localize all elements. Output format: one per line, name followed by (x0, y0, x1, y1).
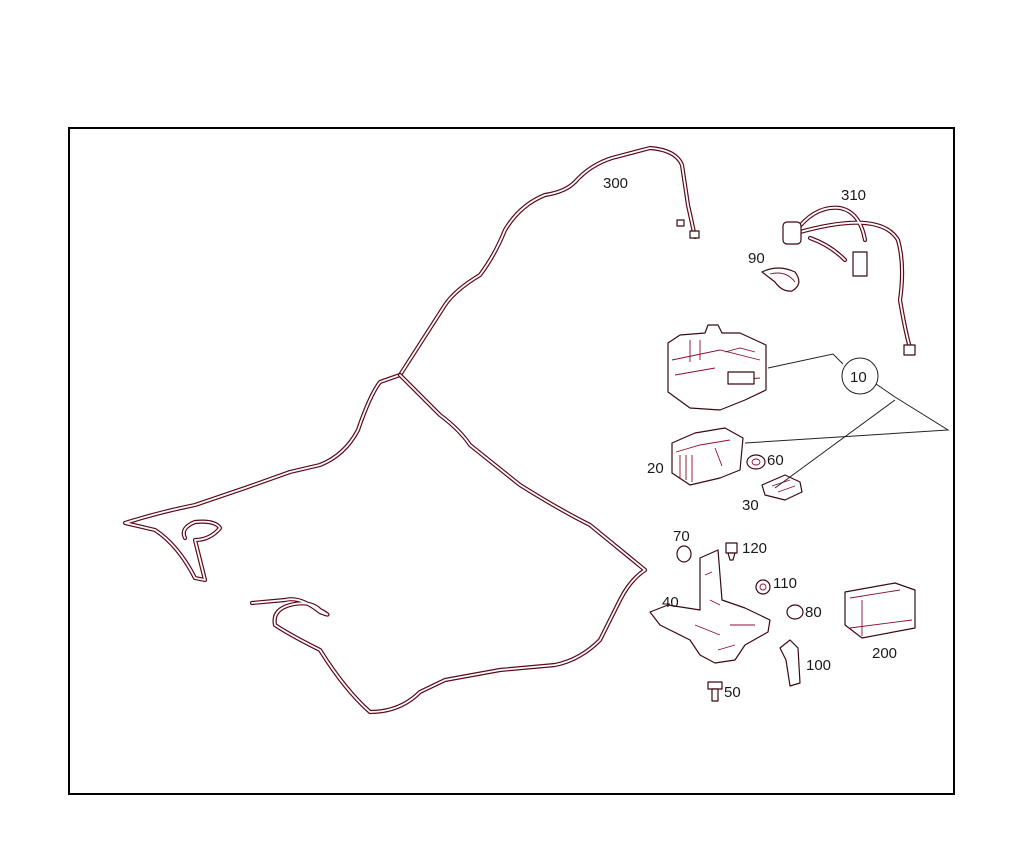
callout-60: 60 (767, 452, 784, 469)
nut-110[interactable] (755, 579, 771, 595)
nut-60[interactable] (746, 454, 766, 470)
diagram-frame (68, 127, 955, 795)
callout-20: 20 (647, 460, 664, 477)
control-unit-10[interactable] (667, 324, 767, 411)
harness-310[interactable] (782, 205, 916, 356)
nut-80[interactable] (786, 604, 804, 620)
module-20[interactable] (671, 427, 744, 486)
callout-110: 110 (773, 575, 797, 592)
box-200[interactable] (844, 582, 916, 639)
callout-90: 90 (748, 250, 765, 267)
callout-200: 200 (872, 645, 897, 662)
nut-70[interactable] (676, 545, 692, 563)
support-bracket-40[interactable] (649, 549, 771, 664)
callout-120: 120 (742, 540, 767, 557)
callout-10: 10 (850, 369, 867, 386)
line-300[interactable] (122, 145, 700, 715)
screw-120[interactable] (725, 542, 738, 561)
callout-100: 100 (806, 657, 831, 674)
callout-40: 40 (662, 594, 679, 611)
callout-30: 30 (742, 497, 759, 514)
leader-lines-10 (744, 353, 950, 489)
bolt-50[interactable] (707, 681, 723, 702)
callout-50: 50 (724, 684, 741, 701)
callout-300: 300 (603, 175, 628, 192)
callout-80: 80 (805, 604, 822, 621)
callout-70: 70 (673, 528, 690, 545)
holder-100[interactable] (779, 639, 801, 687)
callout-310: 310 (841, 187, 866, 204)
bracket-30[interactable] (761, 474, 803, 501)
clip-90[interactable] (761, 267, 800, 292)
